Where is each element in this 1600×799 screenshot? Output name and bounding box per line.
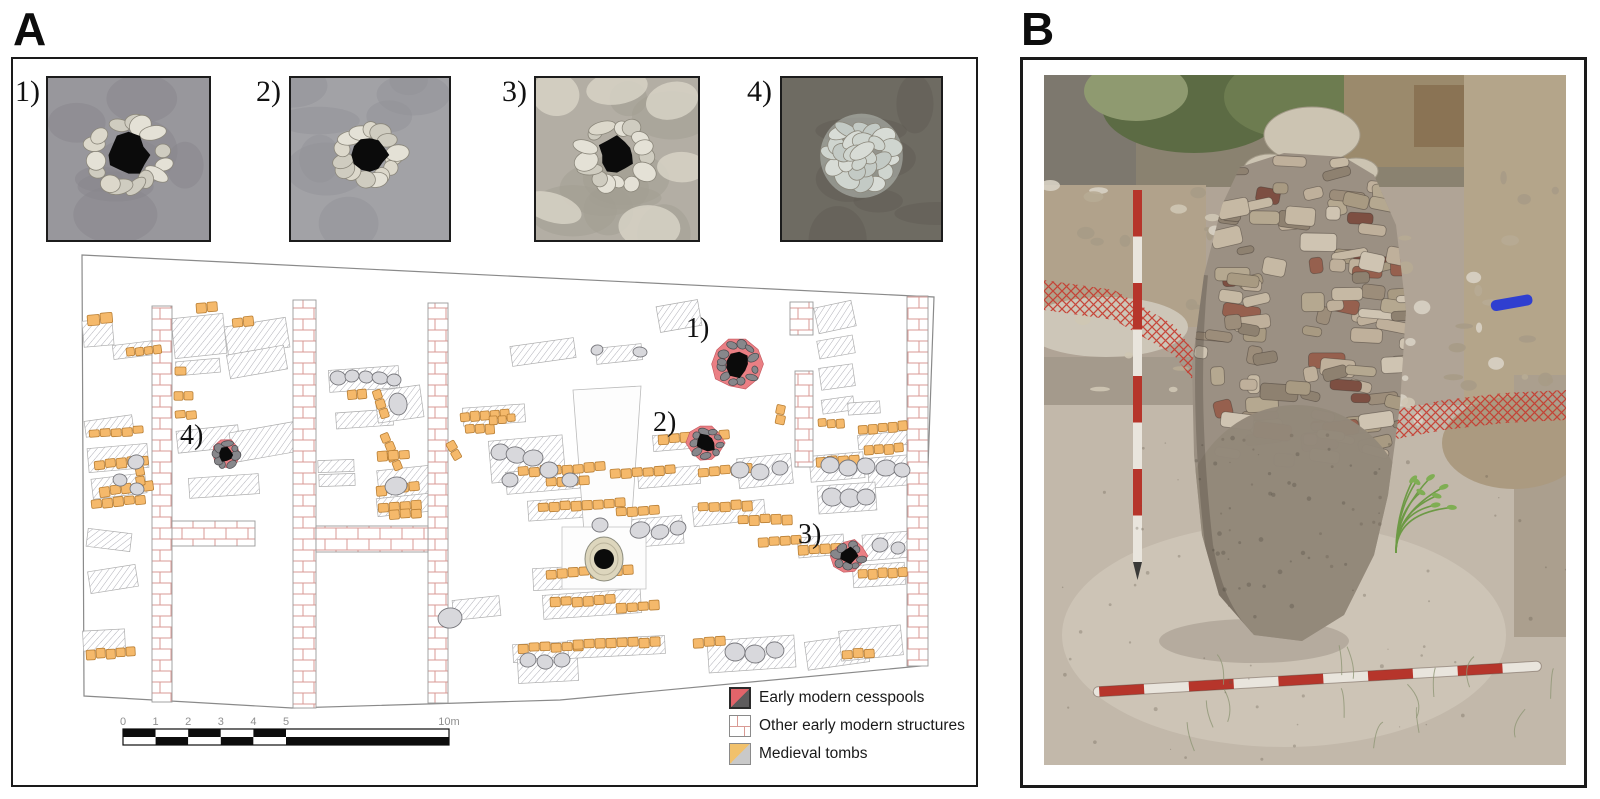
scalebar-tick-label: 4	[250, 716, 256, 728]
structure-swatch	[729, 715, 751, 737]
legend-label: Medieval tombs	[759, 745, 868, 762]
plan-cesspool-label-3: 3)	[798, 519, 821, 550]
site-plan: 1) 2) 3) 4) 0 1 2 3 4 5 10m	[81, 254, 935, 746]
photo-2-label: 2)	[256, 75, 281, 108]
cesspool-photo-3	[534, 76, 700, 242]
photo-4-label: 4)	[747, 75, 772, 108]
scalebar-tick-label: 2	[185, 716, 191, 728]
scalebar-tick-label: 1	[153, 716, 159, 728]
plan-cesspool-label-1: 1)	[686, 313, 709, 344]
plan-cesspool-label-2: 2)	[653, 407, 676, 438]
cesspool-photo-1	[46, 76, 211, 242]
cesspool-photo-2	[289, 76, 451, 242]
plan-legend: Early modern cesspools Other early moder…	[729, 686, 965, 766]
excavation-photo	[1044, 75, 1566, 765]
plan-cesspool-label-4: 4)	[180, 420, 203, 451]
panel-a-label: A	[13, 3, 48, 55]
legend-label: Early modern cesspools	[759, 689, 925, 706]
scalebar-tick-label: 5	[283, 716, 289, 728]
panel-b-label: B	[1021, 3, 1056, 55]
scalebar-end-label: 10m	[438, 716, 459, 728]
scalebar-tick-label: 3	[218, 716, 224, 728]
legend-item-structures: Other early modern structures	[729, 714, 965, 738]
cesspool-photo-4	[780, 76, 943, 242]
tomb-swatch	[729, 743, 751, 765]
scalebar-tick-label: 0	[120, 716, 126, 728]
photo-3-label: 3)	[502, 75, 527, 108]
cesspool-swatch	[729, 687, 751, 709]
legend-label: Other early modern structures	[759, 717, 965, 734]
legend-item-tombs: Medieval tombs	[729, 742, 965, 766]
photo-1-label: 1)	[15, 75, 40, 108]
legend-item-cesspools: Early modern cesspools	[729, 686, 965, 710]
